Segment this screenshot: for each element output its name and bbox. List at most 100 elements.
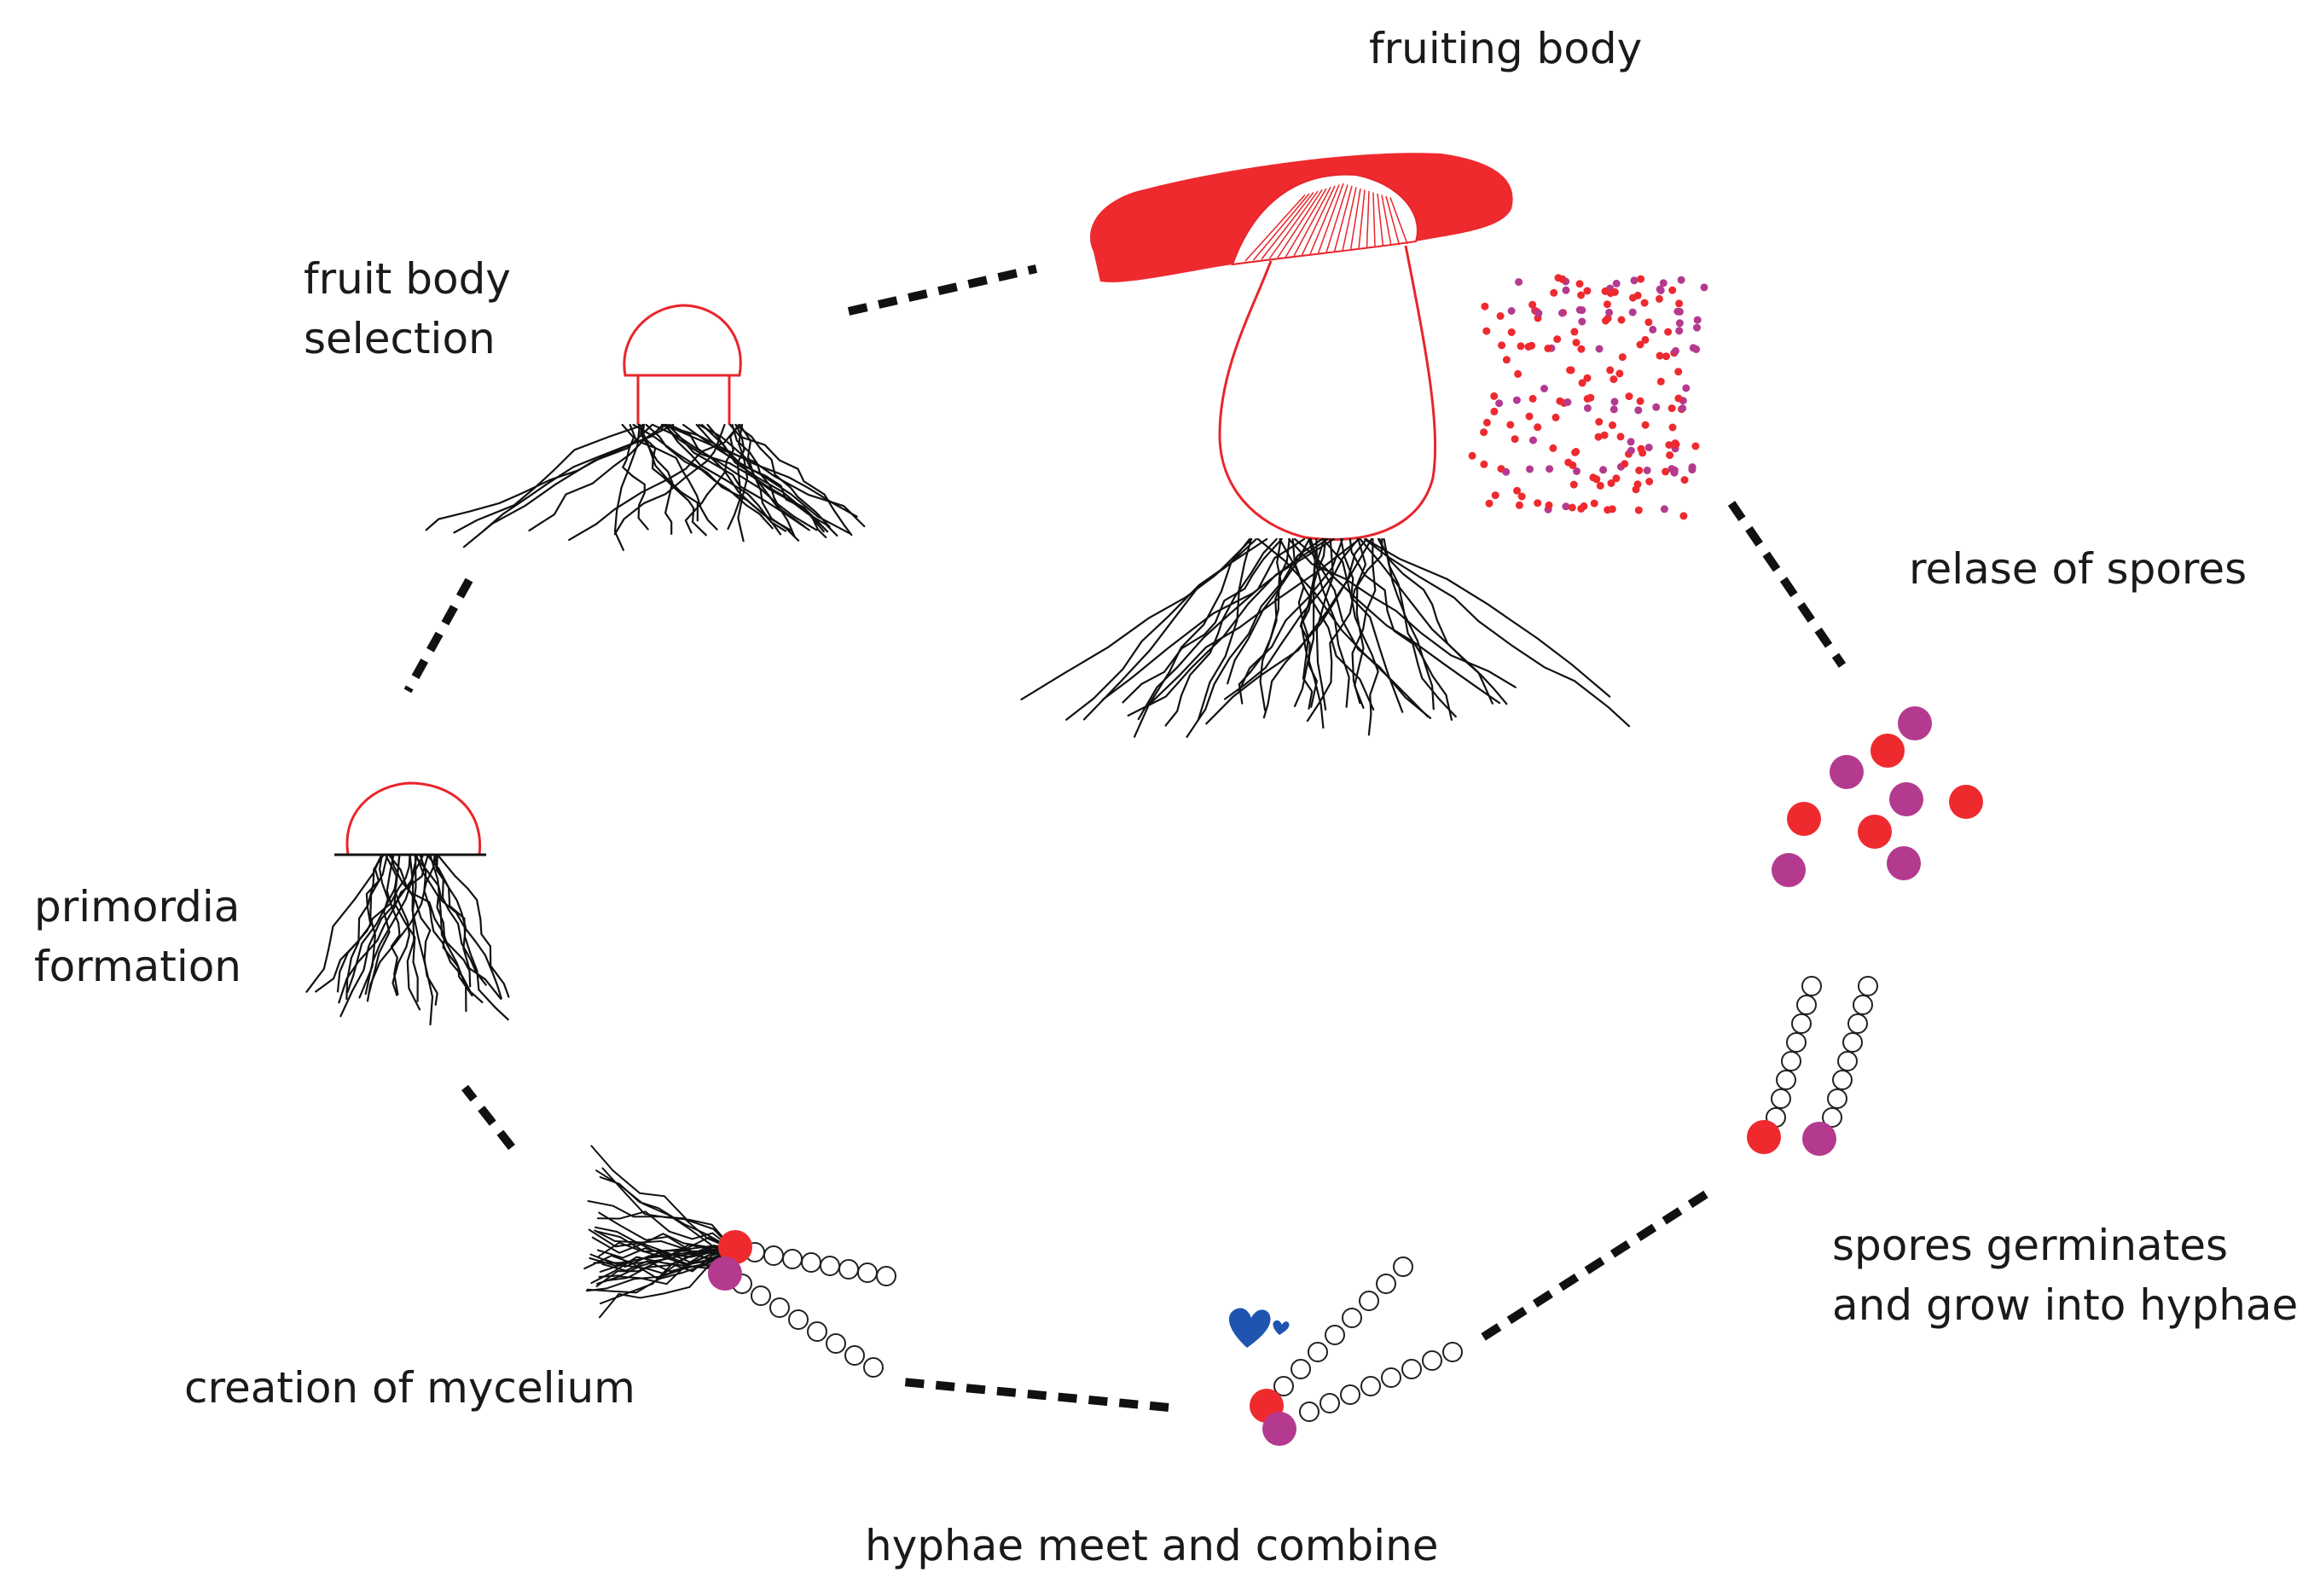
hypha-cell [782,1249,803,1269]
mycelium-strand [641,423,707,537]
spore-dot [1662,467,1670,476]
gill-line [1381,194,1392,247]
mycelium-strand [606,1245,734,1282]
spore-dot [1604,506,1612,514]
spore-dot [1604,314,1612,322]
gill-line [1268,190,1319,259]
spore-dot [1693,316,1702,324]
spore-dot [1482,418,1491,427]
spore [1830,755,1864,789]
spore-dot [1645,478,1654,485]
spore-dot [1630,276,1638,285]
spore [1870,734,1905,768]
cycle-dash-segment [1727,501,1847,668]
spore-dot [1679,512,1688,520]
mycelium-strand [1293,537,1325,707]
hypha-cell [826,1333,846,1354]
mycelium-strand [1309,537,1432,719]
spore-dot [1558,309,1566,317]
hypha-cell [1342,1308,1362,1328]
hypha-cell [751,1286,771,1306]
release-of-spores-text: relase of spores [1909,544,2248,594]
spore-dot [1700,283,1708,292]
hypha-cell [1320,1393,1340,1413]
hypha-cell [801,1252,821,1273]
hypha-cell [1832,1070,1853,1090]
spore-dot [1606,366,1615,374]
spore-dot [1633,291,1642,299]
mycelium-strand [425,423,675,531]
hypha-cell [1801,976,1822,996]
spore-dot [1534,309,1543,317]
hypha-cell [1360,1376,1381,1396]
gill-line [1244,194,1306,262]
spore-dot [1636,397,1644,405]
mycelium-strand [1351,537,1377,705]
hypha-cell [1308,1342,1328,1362]
mycelium-strand [415,853,473,997]
spore-dot [1562,502,1570,511]
hypha-cell [1781,1051,1801,1071]
spore-dot [1621,460,1629,468]
primordia-line2: formation [34,942,241,991]
spore-dot [1595,345,1604,353]
hypha-cell [1822,1107,1842,1128]
spore-dot [1545,501,1553,509]
mycelium-strand [1262,537,1368,719]
spore-dot [1580,502,1588,510]
gill-line [1366,190,1370,249]
mycelium-strand [1164,537,1278,727]
spore-dot [1571,448,1580,456]
cycle-dash-segment [1477,1190,1708,1344]
mycelium-strand [637,423,699,522]
spore-dot [1495,399,1504,408]
spore-dot [1609,421,1616,429]
spore-dot [1655,294,1663,303]
spore-dot [1577,345,1586,353]
mycelium-strand [435,853,502,1000]
spore [1787,802,1821,836]
label-primordia-formation: primordia formation [34,877,241,996]
creation-of-mycelium-text: creation of mycelium [184,1363,635,1413]
spore-dot [1633,480,1642,489]
gill-line [1293,187,1331,257]
mycelium-strand [666,423,810,531]
fruit-body-selection-line2: selection [304,314,496,363]
mycelium-strand [364,853,425,995]
spore-dot [1637,275,1645,283]
spore-dot [1589,473,1598,482]
spore-dot [1480,460,1488,468]
mycelium-strand [590,1249,734,1284]
mycelium-strand [1321,537,1404,713]
mycelium-strand [315,853,411,993]
gill-line [1377,193,1384,247]
hypha-cell [820,1256,840,1276]
spore-dot [1563,398,1572,406]
hypha-cell [1791,1013,1812,1034]
mycelium-strand [588,1228,734,1264]
spore-dot [1612,474,1621,483]
spore-dot [1515,501,1523,509]
spore [1898,706,1932,740]
fruiting-body-mycelium [1020,537,1631,738]
spore-dot [1528,300,1537,309]
spore-dot [1660,505,1668,514]
spore-dot [1586,393,1595,402]
spore-dot [1680,476,1689,485]
cycle-dash-segment [847,264,1038,316]
spore-dot [1644,318,1653,327]
mycelium-strand [528,423,667,531]
spore-dot [1677,276,1685,284]
hypha-cell [838,1259,859,1280]
spore-dot [1665,441,1673,450]
spore-dot [1600,431,1609,439]
spore-dot [1511,435,1519,444]
primordia-structure [305,781,510,1026]
spore-dot [1656,351,1664,360]
spore-dot [1607,479,1615,487]
spore-dot [1627,446,1635,455]
cycle-dash-segment [461,1084,515,1151]
spore-dot [1567,366,1575,374]
gill-line [1342,187,1357,252]
spore-dot [1599,466,1608,474]
